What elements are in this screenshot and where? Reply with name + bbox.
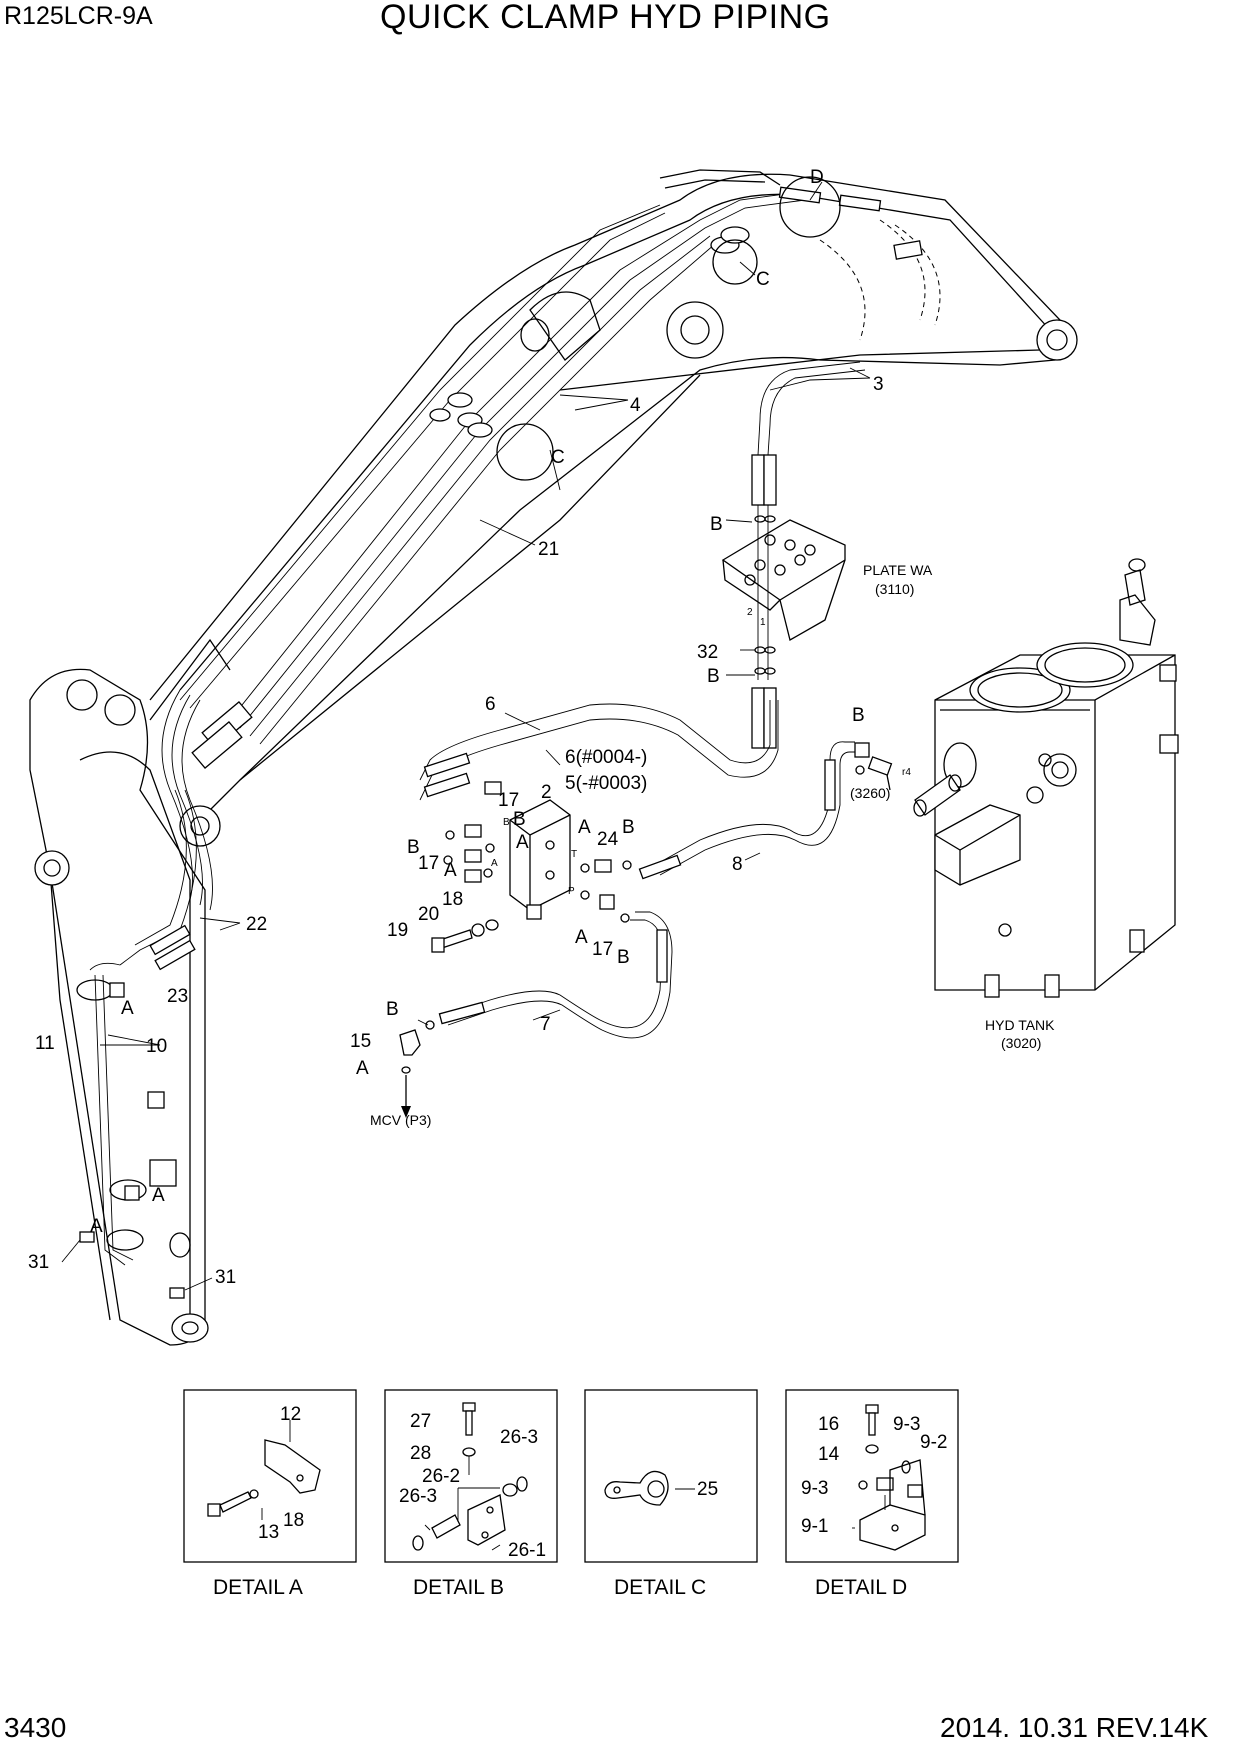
- callout-3: 3: [873, 374, 884, 395]
- callout-A: A: [516, 832, 529, 853]
- revision-stamp: 2014. 10.31 REV.14K: [940, 1712, 1209, 1743]
- detail-d-label-14: 14: [818, 1444, 840, 1465]
- callout-labels: D C 3 4 C 21 B PLATE WA (3110) 2 1 32 B …: [28, 167, 1055, 1288]
- callout-1-small: 1: [760, 617, 766, 628]
- port-B: B: [503, 817, 510, 828]
- hyd-tank-label: HYD TANK: [985, 1017, 1055, 1033]
- callout-21: 21: [538, 539, 559, 560]
- detail-a-title: DETAIL A: [213, 1576, 303, 1599]
- hyd-tank-drawing: [913, 558, 1179, 998]
- callout-17: 17: [592, 939, 613, 960]
- detail-b-label-26-3: 26-3: [399, 1486, 437, 1507]
- callout-11: 11: [35, 1033, 55, 1054]
- detail-a-label-13: 13: [258, 1522, 279, 1543]
- detail-d-box: 16 9-3 9-2 14 9-3 9-1 DETAIL D: [785, 1389, 959, 1599]
- callout-A: A: [578, 817, 591, 838]
- hose-8-drawing: [638, 741, 893, 880]
- callout-B: B: [407, 837, 420, 858]
- callout-B: B: [622, 817, 635, 838]
- detail-d-label-9-2: 9-2: [920, 1432, 947, 1453]
- callout-15: 15: [350, 1031, 371, 1052]
- callout-24: 24: [597, 829, 619, 850]
- callout-B: B: [386, 999, 399, 1020]
- detail-a-label-18: 18: [283, 1510, 304, 1531]
- detail-c-label-25: 25: [697, 1479, 718, 1500]
- callout-20: 20: [418, 904, 439, 925]
- detail-b-label-26-1: 26-1: [508, 1540, 546, 1561]
- detail-a-label-12: 12: [280, 1404, 301, 1425]
- port-P: P: [568, 886, 575, 897]
- detail-c-box: 25 DETAIL C: [584, 1389, 758, 1599]
- detail-d-label-9-3: 9-3: [801, 1478, 828, 1499]
- detail-b-label-26-3: 26-3: [500, 1427, 538, 1448]
- callout-C: C: [756, 269, 770, 290]
- callout-22: 22: [246, 914, 267, 935]
- callout-23: 23: [167, 986, 188, 1007]
- model-code: R125LCR-9A: [4, 2, 153, 30]
- hose-7-drawing: [399, 911, 673, 1118]
- callout-19: 19: [387, 920, 408, 941]
- callout-2: 2: [541, 782, 552, 803]
- callout-r4: r4: [902, 767, 911, 778]
- mcv-p3-label: MCV (P3): [370, 1112, 431, 1128]
- port-A: A: [491, 858, 498, 869]
- detail-b-label-28: 28: [410, 1443, 431, 1464]
- callout-A: A: [356, 1058, 369, 1079]
- leader-lines: [61, 181, 871, 1291]
- callout-A: A: [575, 927, 588, 948]
- page-number: 3430: [4, 1712, 67, 1743]
- plate-wa-label: PLATE WA: [863, 562, 933, 578]
- hose-6-drawing: [419, 700, 779, 801]
- detail-b-label-27: 27: [410, 1411, 431, 1432]
- callout-A: A: [444, 860, 457, 881]
- valve-block-drawing: [431, 781, 632, 953]
- page-title: QUICK CLAMP HYD PIPING: [380, 0, 831, 36]
- callout-B: B: [617, 947, 630, 968]
- callout-17: 17: [418, 853, 439, 874]
- callout-17: 17: [498, 790, 519, 811]
- detail-b-box: 27 28 26-3 26-2 26-3 26-1 DETAIL B: [384, 1389, 558, 1599]
- callout-8: 8: [732, 854, 743, 875]
- callout-B: B: [513, 809, 526, 830]
- callout-C: C: [551, 447, 565, 468]
- callout-10: 10: [146, 1036, 167, 1057]
- detail-a-box: 12 13 18 DETAIL A: [183, 1389, 357, 1599]
- callout-A: A: [90, 1216, 103, 1237]
- callout-A: A: [152, 1185, 165, 1206]
- hyd-tank-ref: (3020): [1001, 1035, 1041, 1051]
- detail-d-label-16: 16: [818, 1414, 839, 1435]
- callout-B: B: [710, 514, 723, 535]
- port-T: T: [571, 849, 577, 860]
- detail-b-label-26-2: 26-2: [422, 1466, 460, 1487]
- callout-4: 4: [630, 395, 641, 416]
- callout-2-small: 2: [747, 607, 753, 618]
- callout-D: D: [810, 167, 824, 188]
- detail-d-title: DETAIL D: [815, 1576, 907, 1599]
- callout-B: B: [852, 705, 865, 726]
- detail-b-title: DETAIL B: [413, 1576, 504, 1599]
- callout-3260: (3260): [850, 785, 890, 801]
- callout-A: A: [121, 998, 134, 1019]
- arm-drawing: [29, 668, 221, 1346]
- detail-d-label-9-1: 9-1: [801, 1516, 828, 1537]
- callout-32: 32: [697, 642, 718, 663]
- callout-31: 31: [215, 1267, 236, 1288]
- plate-wa-drawing: [721, 361, 866, 749]
- callout-7: 7: [540, 1014, 551, 1035]
- callout-B: B: [707, 666, 720, 687]
- callout-6: 6: [485, 694, 496, 715]
- detail-c-title: DETAIL C: [614, 1576, 706, 1599]
- callout-31: 31: [28, 1252, 49, 1273]
- plate-wa-ref: (3110): [875, 581, 914, 597]
- callout-5-serial: 5(-#0003): [565, 773, 647, 794]
- callout-6-serial: 6(#0004-): [565, 747, 647, 768]
- boom-drawing: [149, 169, 1078, 821]
- callout-18: 18: [442, 889, 463, 910]
- detail-d-label-9-3: 9-3: [893, 1414, 920, 1435]
